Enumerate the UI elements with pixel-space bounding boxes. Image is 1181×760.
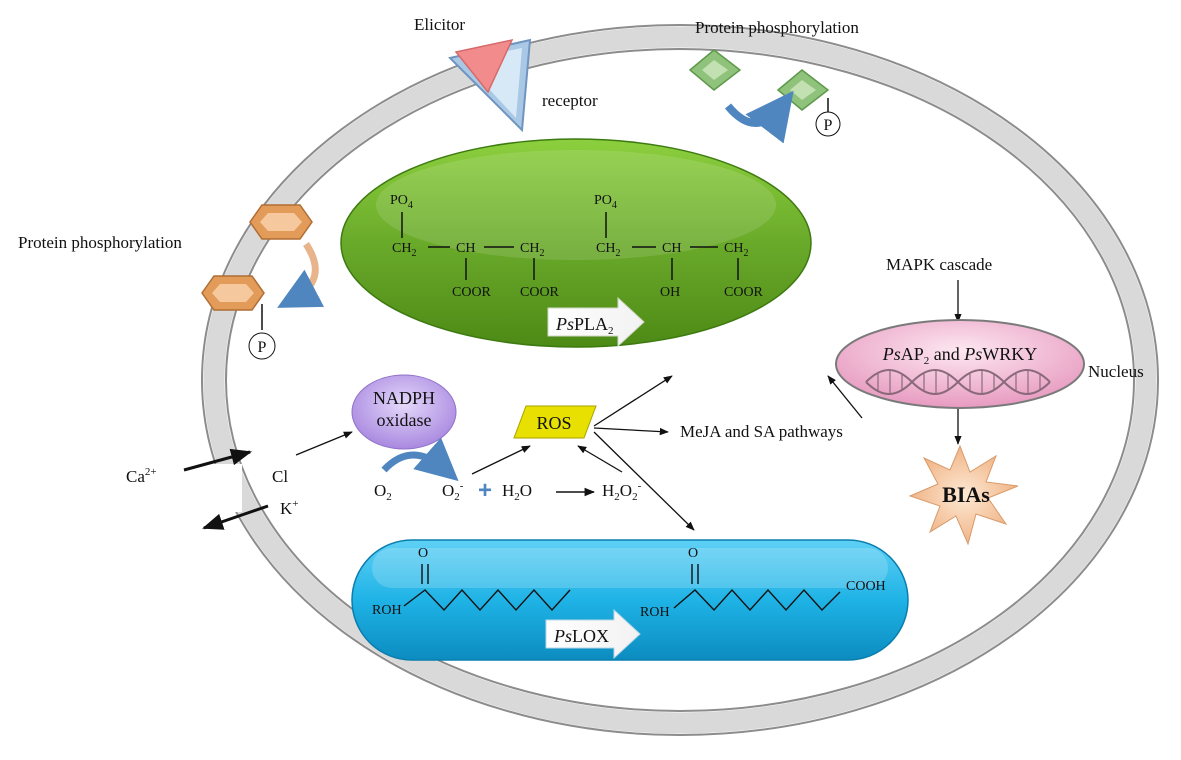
coor-right: COOR (724, 285, 764, 300)
mapk-label: MAPK cascade (886, 255, 992, 274)
pla2-arrow-icon (547, 296, 645, 348)
h2o2-label: H2O2- (602, 480, 642, 503)
protein-phos-left: Protein phosphorylation P (18, 204, 325, 360)
cl-ion-label: Cl (272, 467, 288, 486)
ros-node: ROS (513, 405, 597, 439)
ca-ion-label: Ca2+ (126, 466, 157, 486)
phos-arrow-left-icon (277, 242, 325, 308)
lox-right-oxygen: O (688, 546, 698, 561)
h2o-label: H2O (502, 481, 532, 503)
coor-left-1: COOR (452, 285, 492, 300)
nadph-line1: NADPH (373, 388, 435, 408)
elicitor-label: Elicitor (414, 15, 465, 34)
lox-right-roh: ROH (640, 605, 670, 620)
k-ion-label: K+ (280, 498, 299, 518)
lox-organelle: O ROH O ROH COOH PsLOX (351, 539, 909, 661)
starburst-icon (908, 444, 1019, 546)
dna-helix-icon (865, 369, 1051, 395)
ion-transport: Ca2+ Cl K+ (126, 448, 299, 530)
lox-cooh: COOH (846, 579, 886, 594)
ch-right: CH (662, 241, 681, 256)
lox-arrow-icon (545, 608, 641, 660)
bias-star: BIAs (908, 444, 1019, 546)
nucleus-label: Nucleus (1088, 362, 1144, 381)
lox-enzyme-label: PsLOX (553, 626, 609, 646)
pathway-arrows (295, 280, 962, 531)
protein-phos-top-label: Protein phosphorylation (695, 18, 859, 37)
ch2-left-2: CH2 (520, 241, 544, 259)
meja-sa-label: MeJA and SA pathways (680, 422, 843, 441)
nadph-line2: oxidase (377, 410, 432, 430)
nadph-arrow-icon (381, 437, 459, 482)
protein-phos-left-label: Protein phosphorylation (18, 233, 182, 252)
protein-phos-top: Protein phosphorylation P (688, 18, 859, 144)
ch2-left-1: CH2 (392, 241, 416, 259)
cell-membrane (201, 24, 1159, 736)
phospho-p-top: P (824, 117, 833, 134)
phospho-p-left: P (258, 339, 267, 356)
nadph-oxidase: NADPH oxidase (351, 374, 457, 450)
po4-right: PO4 (594, 193, 617, 211)
phos-arrow-icon (724, 90, 794, 144)
ch2-right-2: CH2 (724, 241, 748, 259)
oh-right: OH (660, 285, 680, 300)
pla2-enzyme-label: PsPLA2 (555, 314, 614, 337)
ros-label: ROS (536, 413, 571, 433)
bias-label: BIAs (942, 482, 990, 507)
pla2-organelle: PO4 CH2 CH CH2 COOR COOR PO4 CH2 CH CH2 … (340, 138, 812, 348)
lox-left-roh: ROH (372, 603, 402, 618)
elicitor-icon (454, 38, 514, 94)
coor-left-2: COOR (520, 285, 560, 300)
ros-reactions: O2 O2- + H2O H2O2- (374, 437, 642, 504)
nucleus: PsAP2 and PsWRKY (835, 319, 1085, 409)
elicitor-receptor: Elicitor receptor (414, 15, 598, 133)
lox-left-oxygen: O (418, 546, 428, 561)
o2-label: O2 (374, 481, 392, 503)
po4-left: PO4 (390, 193, 413, 211)
receptor-label: receptor (542, 91, 598, 110)
ch2-right-1: CH2 (596, 241, 620, 259)
plus-sign: + (478, 477, 492, 504)
nucleus-genes-label: PsAP2 and PsWRKY (882, 344, 1038, 367)
ch-left: CH (456, 241, 475, 256)
o2minus-label: O2- (442, 480, 464, 503)
